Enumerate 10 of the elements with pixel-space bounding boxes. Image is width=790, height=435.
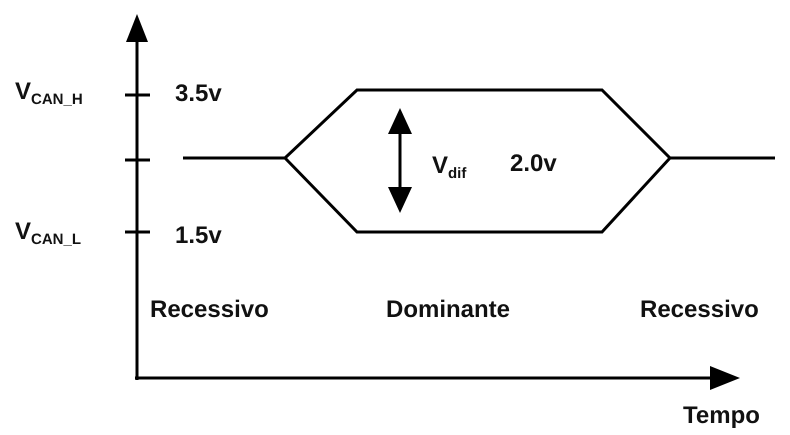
voltage-value: 3.5v <box>175 80 222 108</box>
voltage-label: V$_{CAN_L}$ <box>15 218 82 250</box>
voltage-label: V$_{CAN_H}$ <box>15 78 83 110</box>
state-label: Dominante <box>386 296 510 324</box>
voltage-value: 2.0v <box>510 150 557 178</box>
axis-label: Tempo <box>683 402 760 430</box>
state-label: Recessivo <box>150 296 269 324</box>
voltage-label: V$_{dif}$ <box>432 152 466 184</box>
voltage-value: 1.5v <box>175 222 222 250</box>
state-label: Recessivo <box>640 296 759 324</box>
